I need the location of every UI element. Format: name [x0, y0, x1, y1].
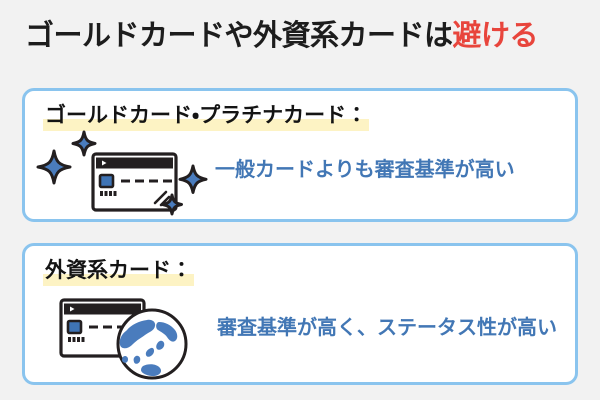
sparkle-icon	[161, 193, 183, 216]
panel-heading-gold-platinum-text: ゴールドカード・プラチナカード：	[43, 104, 370, 131]
page-title: ゴールドカードや外資系カードは避ける	[25, 16, 585, 56]
panel-heading-foreign-affiliated-text: 外資系カード：	[43, 259, 194, 286]
panel-gold-platinum-card: ゴールドカード・プラチナカード：	[22, 88, 578, 222]
credit-card-icon	[91, 152, 178, 212]
panel-foreign-affiliated-card: 外資系カード：	[22, 243, 578, 385]
panel-heading-gold-platinum: ゴールドカード・プラチナカード：	[43, 101, 370, 131]
globe-icon	[116, 308, 188, 380]
page-title-accent: 避ける	[452, 20, 539, 52]
card-with-globe-illustration	[57, 294, 207, 382]
panel-description-foreign-affiliated: 審査基準が高く、ステータス性が高い	[217, 317, 557, 339]
panel-heading-foreign-affiliated: 外資系カード：	[43, 256, 194, 286]
page-title-prefix: ゴールドカードや外資系カードは	[25, 20, 453, 52]
sparkle-icon	[36, 149, 72, 185]
sparkle-icon	[71, 130, 97, 157]
sparkle-icon	[178, 164, 208, 194]
panel-description-gold-platinum: 一般カードよりも審査基準が高い	[215, 159, 515, 181]
card-with-sparkles-illustration	[33, 129, 211, 221]
